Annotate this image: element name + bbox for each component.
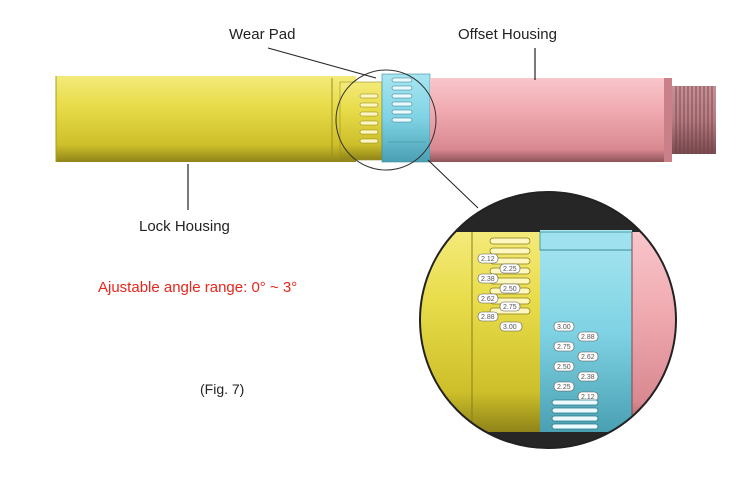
- lock-housing-label: Lock Housing: [139, 218, 230, 235]
- scale-mark: 2.25: [503, 266, 517, 273]
- lock-housing-slots: [359, 93, 379, 144]
- scale-mark: 2.62: [581, 354, 595, 361]
- scale-mark: 2.25: [557, 384, 571, 391]
- threaded-pin: [672, 86, 716, 154]
- left-scale-marks: 2.12 2.25 2.38 2.50 2.62 2.75 2.88 3.00: [477, 253, 523, 332]
- scale-mark: 2.50: [557, 364, 571, 371]
- scale-mark: 2.12: [581, 394, 595, 401]
- thread-lines: [675, 86, 713, 154]
- scale-mark: 2.88: [481, 314, 495, 321]
- scale-mark: 2.38: [481, 276, 495, 283]
- scale-mark: 2.38: [581, 374, 595, 381]
- scale-mark: 3.00: [503, 324, 517, 331]
- offset-housing-body: [430, 78, 670, 162]
- detail-circle: [335, 69, 437, 171]
- scale-mark: 2.75: [557, 344, 571, 351]
- scale-mark: 2.50: [503, 286, 517, 293]
- zoom-circle: [419, 191, 677, 449]
- scale-mark: 3.00: [557, 324, 571, 331]
- angle-range-text: Ajustable angle range: 0° ~ 3°: [98, 279, 298, 296]
- figure-caption: (Fig. 7): [200, 381, 245, 397]
- scale-mark: 2.12: [481, 256, 495, 263]
- right-scale-marks: 3.00 2.88 2.75 2.62 2.50 2.38 2.25 2.12: [553, 321, 599, 402]
- wear-pad-slots: [391, 77, 413, 123]
- scale-mark: 2.62: [481, 296, 495, 303]
- zoom-leader: [427, 159, 479, 209]
- lock-housing-body: [56, 76, 356, 162]
- scale-mark: 2.75: [503, 304, 517, 311]
- wear-pad-label: Wear Pad: [229, 26, 296, 43]
- wear-pad-leader: [267, 47, 377, 79]
- offset-housing-label: Offset Housing: [458, 26, 557, 43]
- zoom-detail: 2.12 2.25 2.38 2.50 2.62 2.75 2.88 3.00 …: [420, 192, 676, 448]
- scale-mark: 2.88: [581, 334, 595, 341]
